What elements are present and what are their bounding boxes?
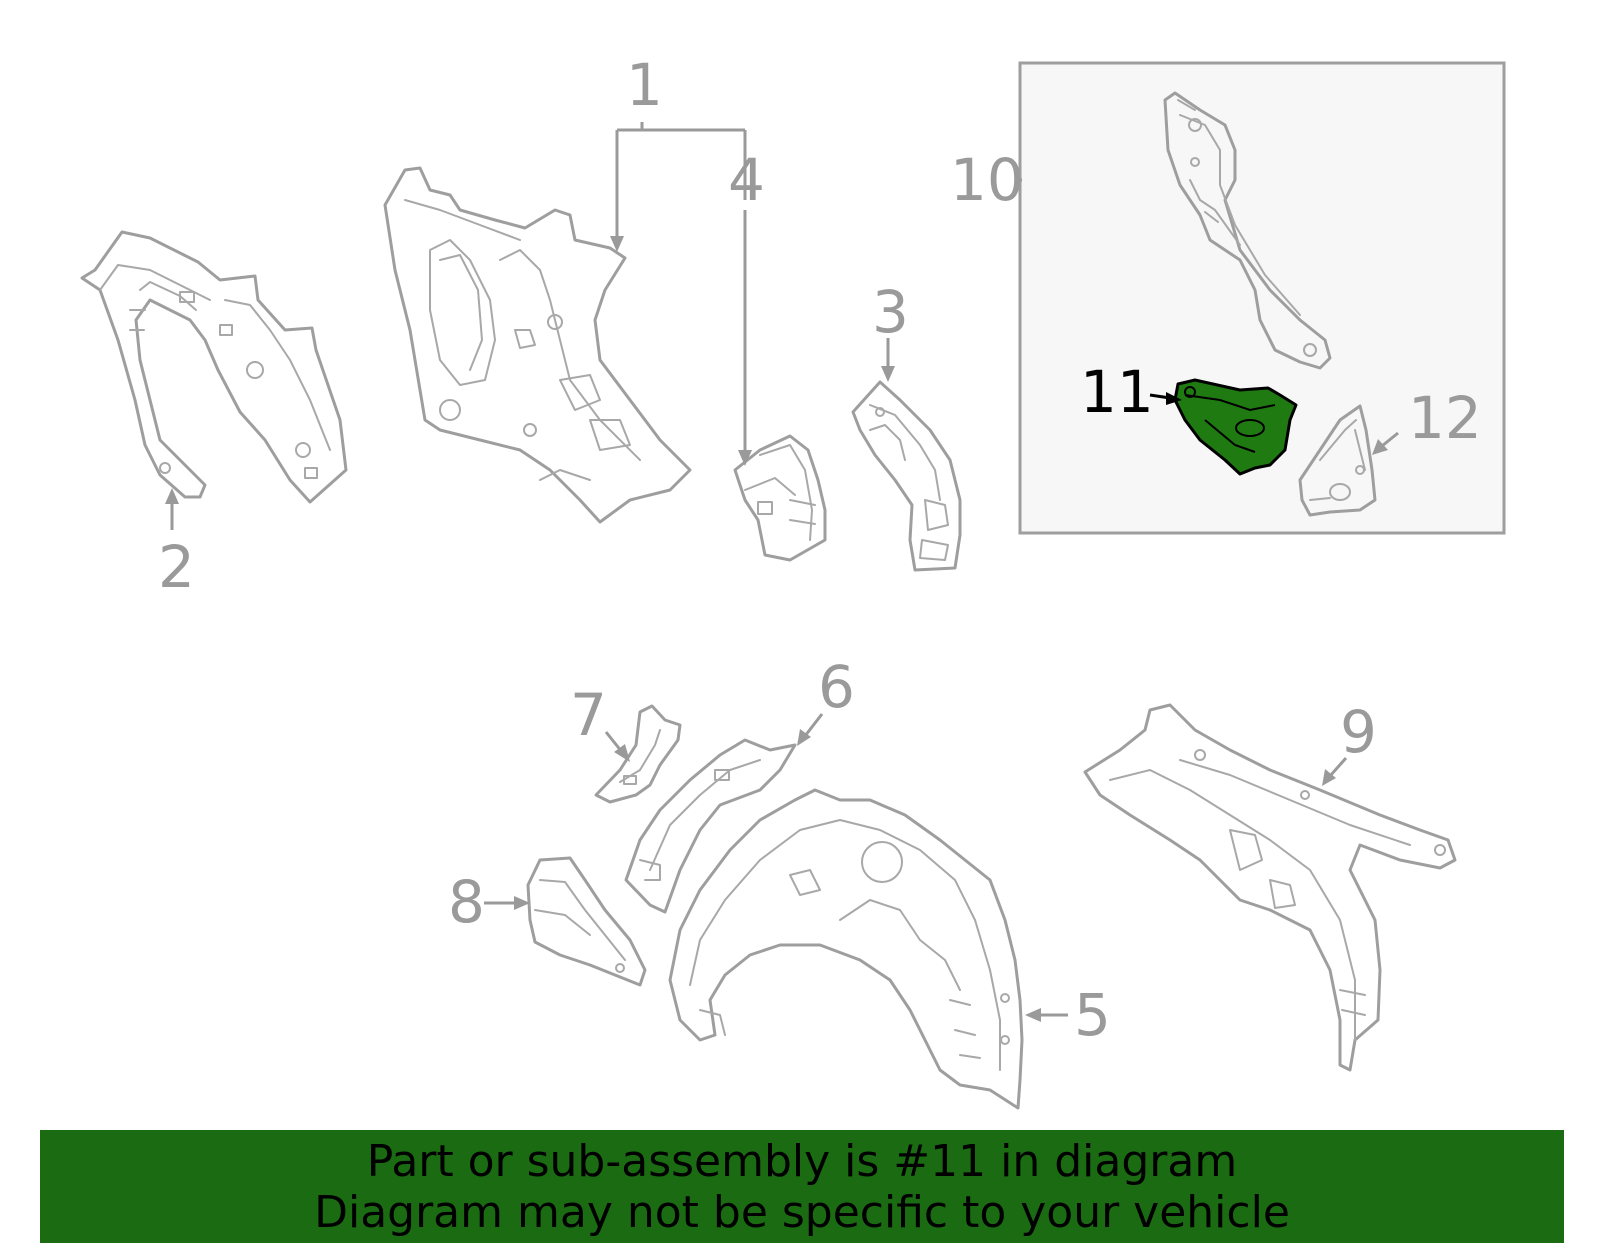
banner-line-2: Diagram may not be specific to your vehi… [314,1186,1290,1238]
part-8 [526,856,647,987]
part-6 [624,738,797,914]
part-11-highlighted [1173,378,1298,476]
part-10 [1163,91,1332,370]
leader-lines [165,122,1399,1022]
callout-11: 11 [1080,358,1154,426]
info-banner: Part or sub-assembly is #11 in diagram D… [40,1130,1564,1243]
part-4 [733,434,827,562]
part-1 [383,166,692,524]
callout-1: 1 [626,51,663,119]
callout-3: 3 [872,278,909,346]
part-7 [594,704,682,804]
part-12 [1298,404,1377,517]
part-3 [851,380,962,572]
callout-10: 10 [950,146,1024,214]
callout-4: 4 [728,146,765,214]
part-2 [80,230,348,504]
callout-2: 2 [158,533,195,601]
part-5 [668,788,1024,1110]
banner-line-1: Part or sub-assembly is #11 in diagram [366,1135,1238,1187]
callout-6: 6 [818,653,855,721]
callout-9: 9 [1340,698,1377,766]
callout-7: 7 [570,681,607,749]
callout-12: 12 [1408,384,1482,452]
callout-8: 8 [448,868,485,936]
callout-5: 5 [1074,981,1111,1049]
part-9 [1083,703,1457,1072]
